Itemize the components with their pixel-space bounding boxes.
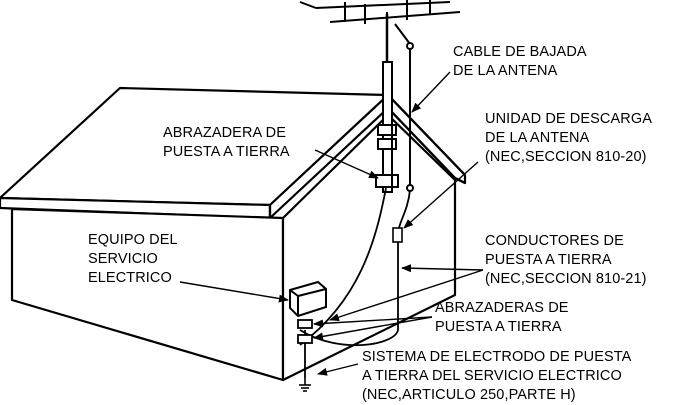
antenna (299, 0, 461, 193)
label-line: SERVICIO (88, 251, 158, 267)
ground-symbol (299, 378, 311, 392)
label-line: CONDUCTORES DE (485, 233, 624, 249)
label-line: CABLE DE BAJADA (453, 44, 587, 60)
label-line: DE LA ANTENA (453, 63, 558, 79)
label-unidad-de-descarga: UNIDAD DE DESCARGA DE LA ANTENA (NEC,SEC… (485, 110, 652, 167)
label-abrazaderas: ABRAZADERAS DE PUESTA A TIERRA (435, 299, 569, 337)
gable-wall (281, 113, 457, 382)
label-line: SISTEMA DE ELECTRODO DE PUESTA (362, 349, 632, 365)
label-line: DE LA ANTENA (485, 130, 590, 146)
label-line: PUESTA A TIERRA (435, 319, 562, 335)
label-equipo-del-servicio: EQUIPO DEL SERVICIO ELECTRICO (88, 231, 178, 288)
service-equipment (289, 280, 327, 318)
label-line: EQUIPO DEL (88, 232, 178, 248)
label-cable-de-bajada: CABLE DE BAJADA DE LA ANTENA (453, 43, 587, 81)
label-line: ABRAZADERA DE (163, 125, 286, 141)
label-line: UNIDAD DE DESCARGA (485, 111, 652, 127)
label-sistema-de-electrodo: SISTEMA DE ELECTRODO DE PUESTA A TIERRA … (362, 348, 631, 405)
label-line: PUESTA A TIERRA (163, 144, 290, 160)
leader-lines (179, 71, 484, 376)
label-line: ABRAZADERAS DE (435, 300, 569, 316)
label-abrazadera-de-puesta: ABRAZADERA DE PUESTA A TIERRA (163, 124, 290, 162)
label-line: A TIERRA DEL SERVICIO ELECTRICO (362, 368, 622, 384)
label-conductores: CONDUCTORES DE PUESTA A TIERRA (NEC,SECC… (485, 232, 647, 289)
discharge-unit (392, 227, 403, 243)
house (0, 86, 467, 382)
label-line: ELECTRICO (88, 270, 172, 286)
ground-clamps (297, 319, 313, 344)
label-line: (NEC,SECCION 810-20) (485, 149, 647, 165)
label-line: (NEC,ARTICULO 250,PARTE H) (362, 387, 576, 403)
label-line: PUESTA A TIERRA (485, 252, 612, 268)
label-line: (NEC,SECCION 810-21) (485, 271, 647, 287)
